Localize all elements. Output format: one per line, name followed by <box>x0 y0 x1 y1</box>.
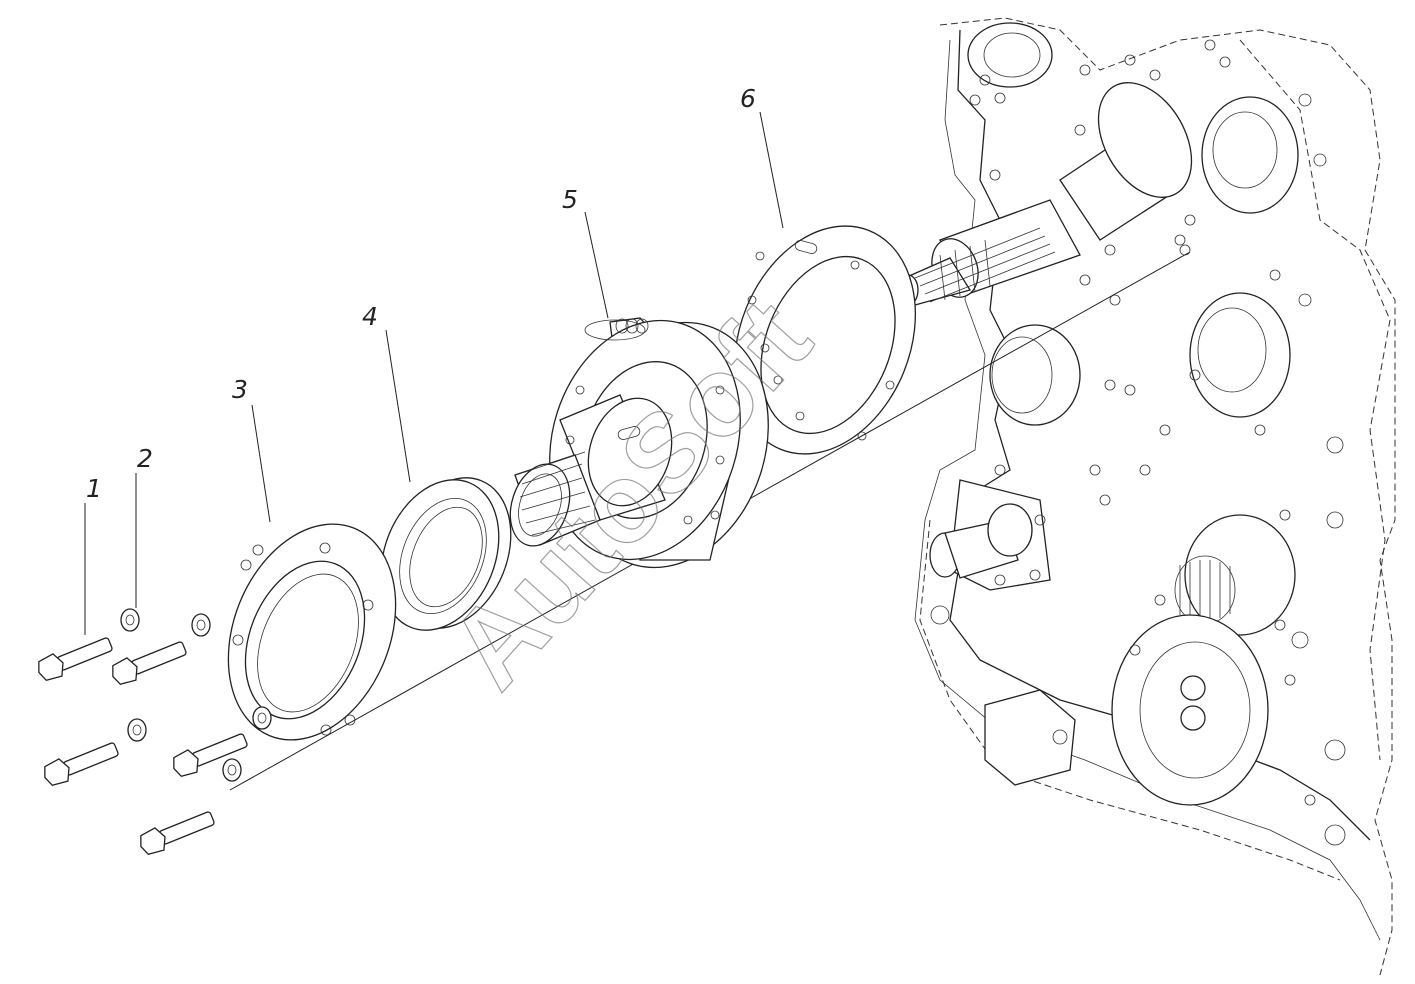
leader-6 <box>759 111 784 229</box>
bolt <box>38 637 113 681</box>
washer <box>127 718 147 742</box>
gasket <box>733 225 917 455</box>
washer <box>252 706 272 730</box>
housing-boss-lower-right <box>1174 514 1296 636</box>
bolt <box>44 742 119 786</box>
callout-labels: 1 2 3 4 5 6 <box>86 84 756 503</box>
housing-stud-left <box>929 479 1051 591</box>
housing-boss-mid-right <box>1189 292 1291 418</box>
callout-1: 1 <box>86 474 102 503</box>
bolt <box>112 641 187 685</box>
bolt <box>140 811 215 855</box>
callout-5: 5 <box>562 185 578 214</box>
washer <box>120 608 140 632</box>
housing-lower-edge <box>919 519 1341 881</box>
housing-rib <box>1239 39 1391 761</box>
housing-boss-top-left <box>967 22 1053 88</box>
output-shaft <box>897 82 1193 306</box>
washer <box>191 613 211 637</box>
callout-3: 3 <box>232 375 248 404</box>
housing-block-bottom-left <box>984 689 1076 786</box>
bolts <box>38 637 248 855</box>
callout-2: 2 <box>137 444 153 473</box>
cover-plate <box>227 523 397 741</box>
housing-flange-edge <box>914 39 1381 941</box>
housing-cover-bottom <box>1111 614 1269 806</box>
callout-4: 4 <box>362 302 378 331</box>
leader-lines <box>84 111 784 635</box>
housing-bolt-holes <box>930 39 1346 846</box>
leader-3 <box>251 404 271 523</box>
leader-4 <box>385 329 411 483</box>
bearing-seal <box>380 477 512 631</box>
spring-washers <box>120 608 272 782</box>
callout-6: 6 <box>740 84 756 113</box>
washer <box>222 758 242 782</box>
housing-boss-top-right <box>1201 96 1299 214</box>
housing-outline <box>939 17 1396 976</box>
bolt <box>173 733 248 777</box>
gearbox-housing <box>914 17 1396 976</box>
flange-hub <box>509 317 769 569</box>
leader-5 <box>584 211 609 319</box>
housing-boss-mid-left <box>989 324 1081 426</box>
